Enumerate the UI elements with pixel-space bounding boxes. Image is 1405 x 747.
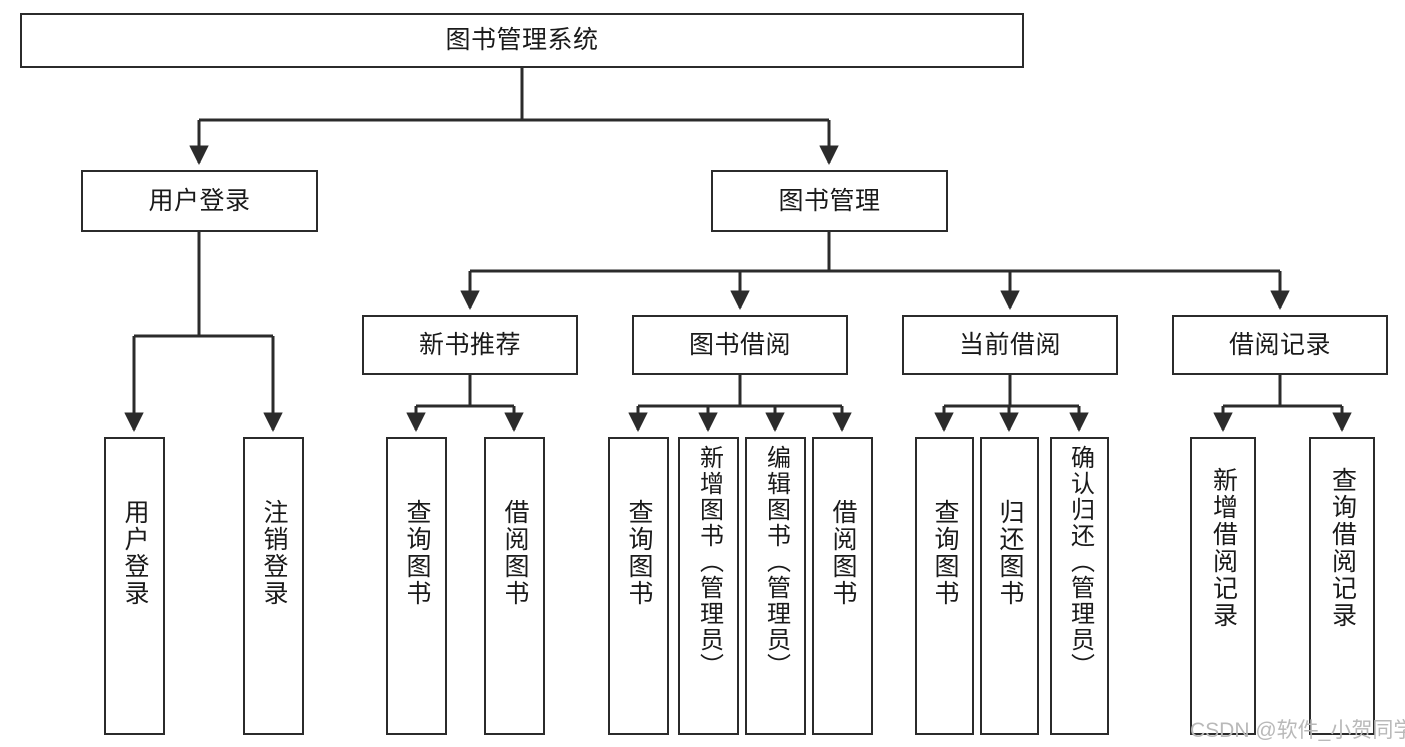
node-root-label: 图书管理系统 <box>445 26 599 55</box>
node-new-book-rec[interactable]: 新书推荐 <box>362 315 578 375</box>
node-leaf-borrow-book-rec[interactable]: 借阅图书 <box>484 437 545 735</box>
node-new-book-rec-label: 新书推荐 <box>418 330 521 359</box>
node-leaf-return-book-label: 归还图书 <box>996 499 1024 607</box>
node-user-login-label: 用户登录 <box>148 186 251 215</box>
node-book-borrow[interactable]: 图书借阅 <box>632 315 848 375</box>
node-leaf-query-book-cur[interactable]: 查询图书 <box>915 437 974 735</box>
node-leaf-edit-book[interactable]: 编辑图书（管理员） <box>745 437 806 735</box>
node-leaf-query-book-borrow[interactable]: 查询图书 <box>608 437 669 735</box>
node-root[interactable]: 图书管理系统 <box>20 13 1024 68</box>
node-leaf-user-logout-label: 注销登录 <box>260 499 288 607</box>
node-leaf-add-record-label: 新增借阅记录 <box>1209 467 1238 629</box>
node-leaf-user-logout[interactable]: 注销登录 <box>243 437 304 735</box>
node-leaf-add-record[interactable]: 新增借阅记录 <box>1190 437 1256 735</box>
node-user-login[interactable]: 用户登录 <box>81 170 318 232</box>
node-leaf-query-record-label: 查询借阅记录 <box>1328 467 1357 629</box>
node-leaf-query-record[interactable]: 查询借阅记录 <box>1309 437 1375 735</box>
node-leaf-query-book-cur-label: 查询图书 <box>931 499 959 607</box>
node-leaf-add-book-label: 新增图书（管理员） <box>695 445 723 679</box>
node-leaf-confirm-return-label: 确认归还（管理员） <box>1066 445 1094 679</box>
node-leaf-query-book-borrow-label: 查询图书 <box>625 499 653 607</box>
watermark: CSDN @软件_小贺同学 <box>1190 719 1405 742</box>
node-leaf-borrow-book-rec-label: 借阅图书 <box>501 499 529 607</box>
node-current-borrow[interactable]: 当前借阅 <box>902 315 1118 375</box>
node-leaf-return-book[interactable]: 归还图书 <box>980 437 1039 735</box>
node-book-manage[interactable]: 图书管理 <box>711 170 948 232</box>
node-leaf-user-login[interactable]: 用户登录 <box>104 437 165 735</box>
node-book-manage-label: 图书管理 <box>778 186 881 215</box>
node-borrow-record-label: 借阅记录 <box>1228 330 1331 359</box>
node-book-borrow-label: 图书借阅 <box>688 330 791 359</box>
node-leaf-confirm-return[interactable]: 确认归还（管理员） <box>1050 437 1109 735</box>
node-leaf-borrow-book-label: 借阅图书 <box>829 499 857 607</box>
node-leaf-query-book-rec-label: 查询图书 <box>403 499 431 607</box>
node-leaf-edit-book-label: 编辑图书（管理员） <box>762 445 790 679</box>
node-leaf-add-book[interactable]: 新增图书（管理员） <box>678 437 739 735</box>
node-leaf-query-book-rec[interactable]: 查询图书 <box>386 437 447 735</box>
node-leaf-user-login-label: 用户登录 <box>121 499 149 607</box>
node-current-borrow-label: 当前借阅 <box>958 330 1061 359</box>
node-leaf-borrow-book[interactable]: 借阅图书 <box>812 437 873 735</box>
node-borrow-record[interactable]: 借阅记录 <box>1172 315 1388 375</box>
